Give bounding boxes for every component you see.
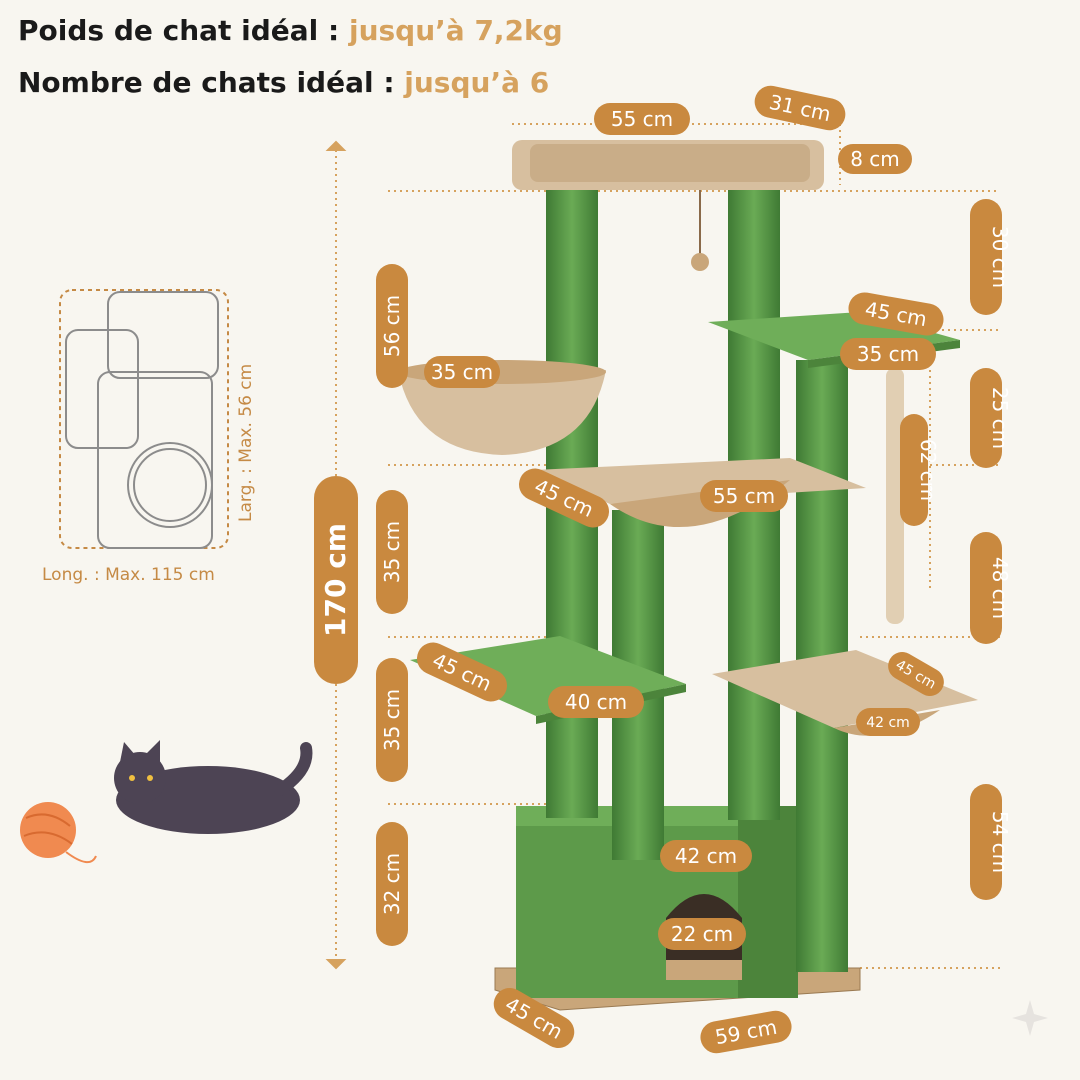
weight-label: Poids de chat idéal : [18,14,340,47]
total-height-arrow [325,140,347,970]
pill-total-height-text: 170 cm [319,523,352,637]
pill-left-35-lower: 35 cm [376,658,408,782]
weight-line: Poids de chat idéal : jusqu’à 7,2kg [18,14,563,47]
pill-door-22-text: 22 cm [671,922,733,946]
pill-right-54-text: 54 cm [988,811,1012,873]
top-bed [512,140,824,271]
pill-right-top: 30 cm [970,199,1012,315]
pill-top-thickness-text: 8 cm [850,147,900,171]
pill-hammock-55-text: 55 cm [713,484,775,508]
cats-label: Nombre de chats idéal : [18,66,395,99]
pill-right-25-text: 25 cm [988,387,1012,449]
pill-platform-right-45: 45 cm [848,292,944,336]
pill-platform-left-40: 40 cm [548,686,644,718]
pill-left-32-text: 32 cm [380,853,404,915]
pill-rope-62: 62 cm [900,414,940,526]
space-width-label: Larg. : Max. 56 cm [236,363,256,522]
pill-base-59: 59 cm [700,1010,792,1054]
space-outline-icon [59,289,229,549]
pill-platform-right-35-text: 35 cm [857,342,919,366]
pill-left-56-text: 56 cm [380,295,404,357]
pill-hammock-55: 55 cm [700,480,788,512]
pill-right-48: 48 cm [970,532,1012,644]
cats-value: jusqu’à 6 [404,66,550,99]
pill-total-height: 170 cm [314,476,358,684]
pill-platform-right-35: 35 cm [840,338,936,370]
pill-basket-35-text: 35 cm [431,360,493,384]
pill-platform-left-40-text: 40 cm [565,690,627,714]
pill-basket-35: 35 cm [424,356,500,388]
pill-condo-42: 42 cm [660,840,752,872]
pill-left-56: 56 cm [376,264,408,388]
pill-left-35-upper-text: 35 cm [380,521,404,583]
sparkle-icon [1012,1000,1048,1036]
pill-right-25: 25 cm [970,368,1012,468]
pill-hammock-small-42: 42 cm [856,708,920,736]
yarn-ball-icon [20,802,97,863]
condo-box [516,806,798,998]
pill-left-35-lower-text: 35 cm [380,689,404,751]
pill-top-depth: 31 cm [754,85,846,131]
cat-illustration [114,740,313,834]
pill-condo-42-text: 42 cm [675,844,737,868]
pill-hammock-small-42-text: 42 cm [866,715,910,731]
pill-right-top-text: 30 cm [988,226,1012,288]
pill-door-22: 22 cm [658,918,746,950]
space-length-label: Long. : Max. 115 cm [42,565,215,585]
dimension-pills: 170 cm 55 cm 31 cm 8 cm 30 cm 56 cm 35 c… [314,85,1012,1054]
rope [886,368,904,624]
pill-right-48-text: 48 cm [988,557,1012,619]
cats-line: Nombre de chats idéal : jusqu’à 6 [18,66,549,99]
pill-left-35-upper: 35 cm [376,490,408,614]
pill-rope-62-text: 62 cm [916,439,940,501]
weight-value: jusqu’à 7,2kg [348,14,563,47]
pill-left-32: 32 cm [376,822,408,946]
pill-top-width: 55 cm [594,103,690,135]
pill-top-width-text: 55 cm [611,107,673,131]
pill-right-54: 54 cm [970,784,1012,900]
pill-top-thickness: 8 cm [838,144,912,174]
